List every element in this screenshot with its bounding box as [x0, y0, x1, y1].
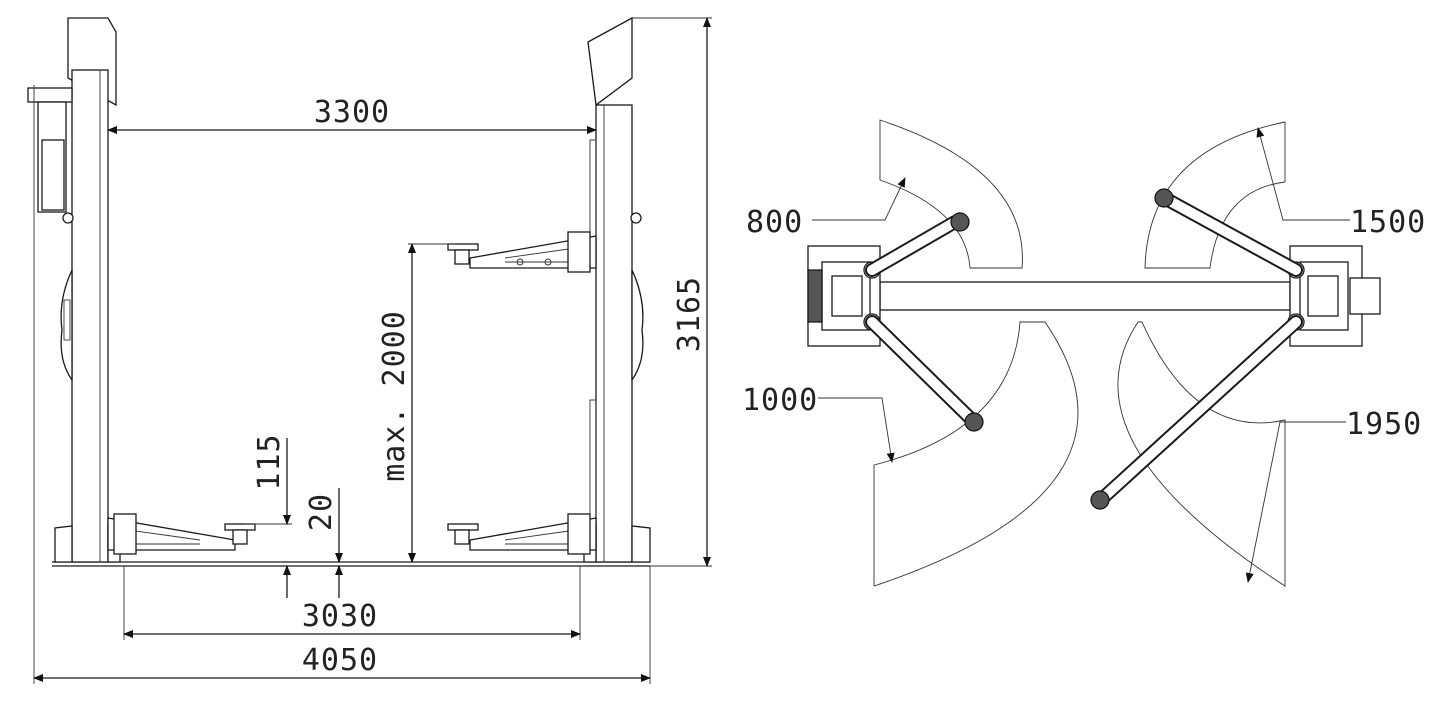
dimension-short-arm-inner: 800 [746, 177, 906, 240]
swing-sector-long-arm-top [1144, 121, 1286, 269]
dim-115-label: 115 [252, 433, 287, 490]
left-post-base [807, 245, 881, 347]
dimension-short-arm-outer: 1000 [742, 383, 895, 463]
dim-20-label: 20 [304, 493, 339, 531]
lift-arm-lowered-right [447, 513, 597, 555]
right-post-base [1287, 245, 1381, 347]
dimension-inner-base: 3030 [123, 566, 581, 640]
base-plate [52, 561, 650, 567]
dim-800-label: 800 [746, 205, 803, 240]
dim-1500-label: 1500 [1350, 205, 1426, 240]
dimension-overall-width: 4050 [33, 85, 651, 684]
swing-sector-short-arm-top [879, 119, 1023, 269]
long-arm-bottom [1090, 315, 1303, 510]
short-arm-top [865, 212, 970, 277]
long-arm-top [1154, 188, 1303, 277]
front-view: 3300 3165 max. 2000 115 20 [27, 16, 712, 684]
lift-arm-raised [447, 231, 597, 273]
swing-sector-short-arm-bottom [873, 321, 1079, 587]
dimension-column-width: 3300 [107, 95, 597, 134]
dim-1000-label: 1000 [742, 383, 818, 418]
dim-3300-label: 3300 [314, 95, 390, 130]
top-view: 800 1000 1500 1950 [742, 119, 1426, 587]
dim-max-2000-label: max. 2000 [377, 310, 412, 482]
crossbeam [879, 281, 1291, 311]
dimension-lift-height: max. 2000 [377, 243, 455, 563]
dimension-min-height: 20 [304, 488, 343, 598]
dimension-long-arm-inner: 1500 [1256, 127, 1426, 240]
dimension-long-arm-outer: 1950 [1245, 407, 1422, 583]
dimension-pad-height: 115 [245, 433, 292, 598]
left-column [27, 17, 121, 563]
short-arm-bottom [865, 315, 984, 432]
swing-sector-long-arm-bottom [1117, 321, 1286, 587]
dim-4050-label: 4050 [302, 643, 378, 678]
dim-3165-label: 3165 [672, 276, 707, 352]
dim-1950-label: 1950 [1346, 407, 1422, 442]
dim-3030-label: 3030 [302, 599, 378, 634]
dimension-overall-height: 3165 [632, 17, 712, 567]
lift-arm-lowered-left [107, 513, 256, 555]
right-column [583, 16, 651, 563]
